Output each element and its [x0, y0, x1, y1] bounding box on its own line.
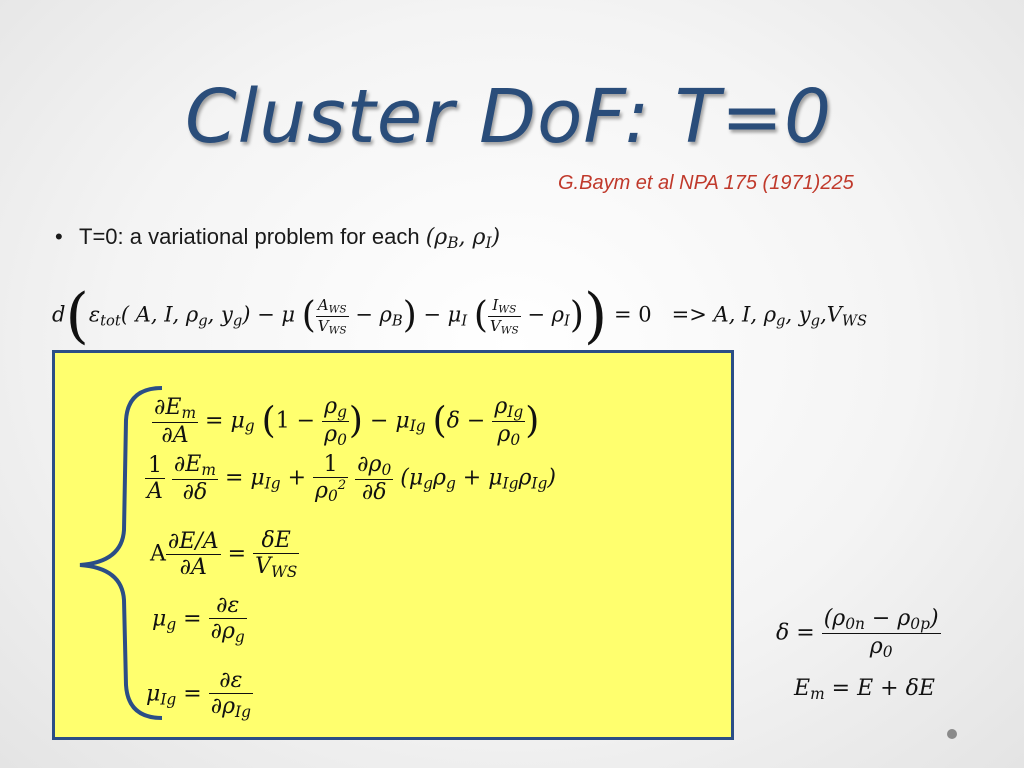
equation-box	[52, 350, 734, 740]
side-equation-em: Em = E + δE	[794, 676, 935, 703]
bullet-item: • T=0: a variational problem for each (ρB…	[55, 224, 500, 252]
slide-title: Cluster DoF: T=0	[185, 74, 833, 160]
citation: G.Baym et al NPA 175 (1971)225	[558, 172, 854, 194]
system-equation-4: μg = ∂ε∂ρg	[152, 593, 247, 646]
bullet-dot: •	[55, 224, 63, 249]
bullet-math: (ρB, ρI)	[425, 225, 501, 252]
page-indicator-dot	[947, 729, 957, 739]
system-equation-5: μIg = ∂ε∂ρIg	[146, 668, 253, 721]
bullet-text: T=0: a variational problem for each	[79, 224, 426, 249]
left-brace	[79, 386, 163, 720]
side-equation-delta: δ = (ρ0n − ρ0p)ρ0	[776, 606, 941, 661]
